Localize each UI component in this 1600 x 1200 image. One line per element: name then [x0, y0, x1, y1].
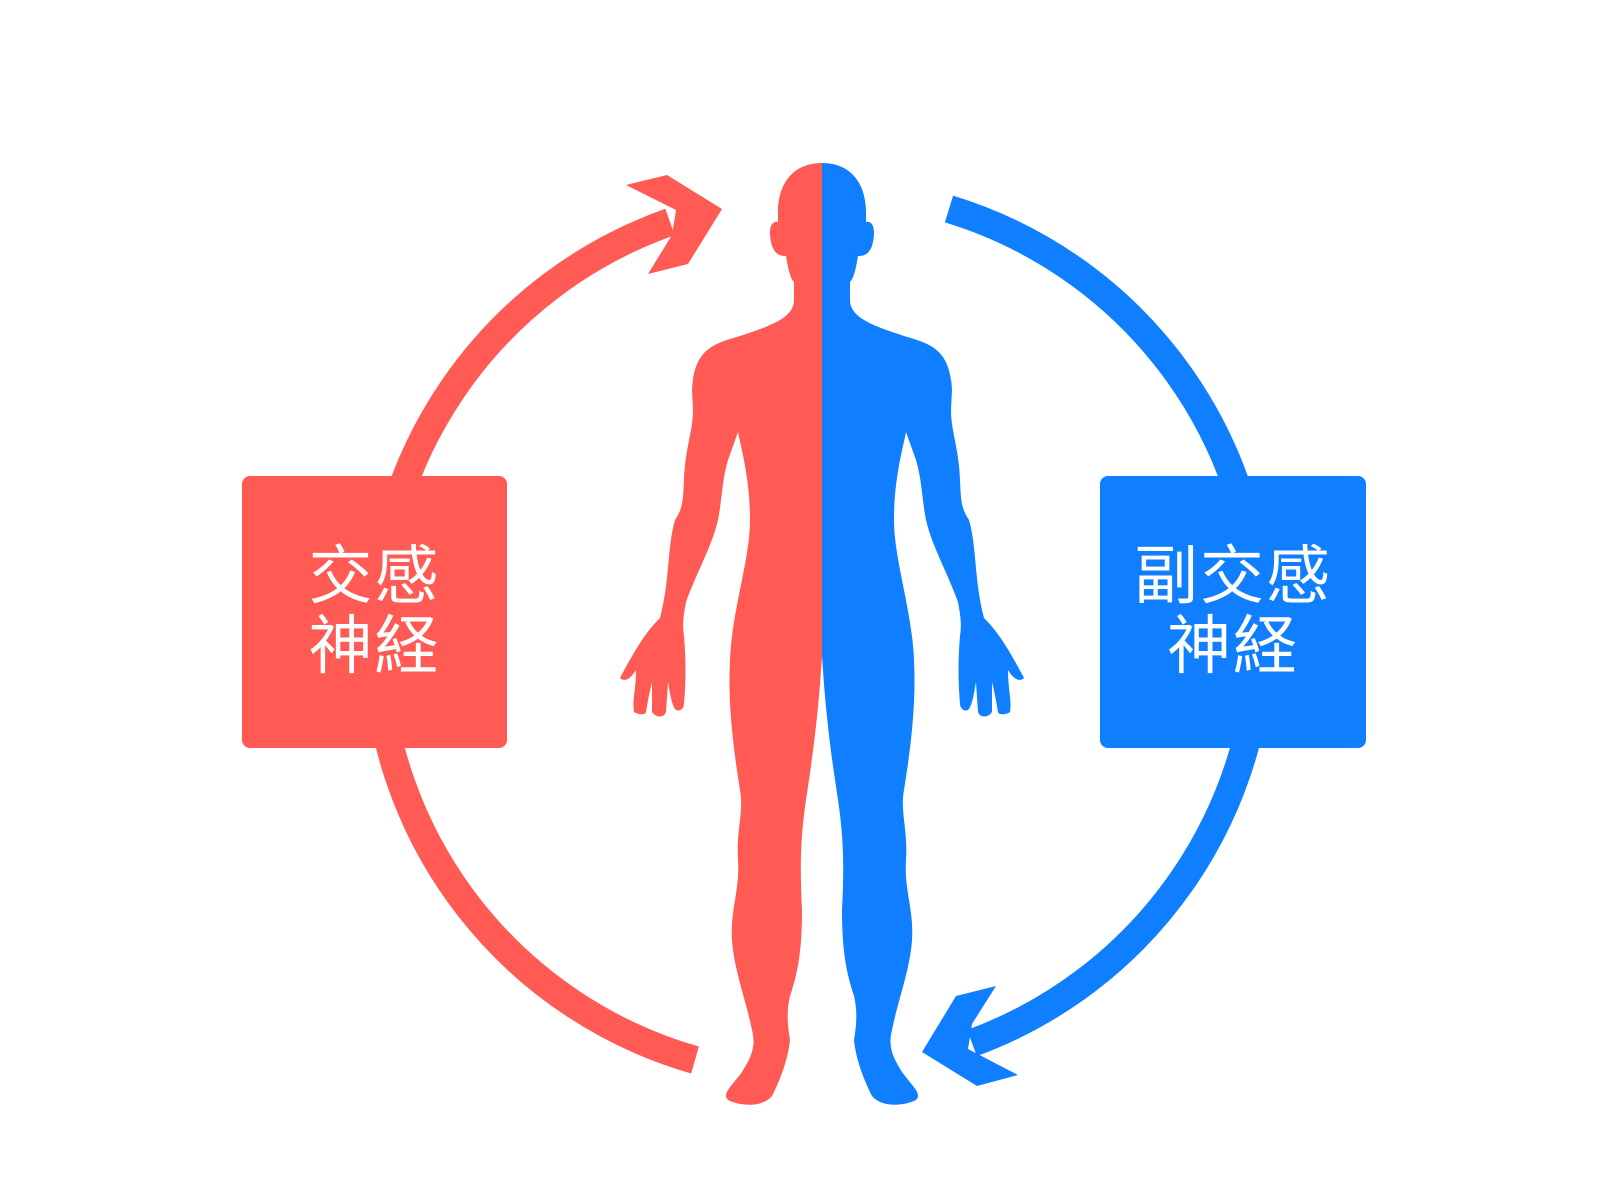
human-silhouette: [620, 163, 1024, 1105]
parasympathetic-label-line2: 神経: [1167, 610, 1299, 684]
sympathetic-label-line2: 神経: [308, 610, 441, 684]
sympathetic-nerve-box: 交感 神経: [242, 476, 507, 748]
sympathetic-label-line1: 交感: [308, 540, 441, 614]
parasympathetic-nerve-box: 副交感 神経: [1100, 476, 1366, 748]
parasympathetic-label-line1: 副交感: [1134, 540, 1332, 614]
